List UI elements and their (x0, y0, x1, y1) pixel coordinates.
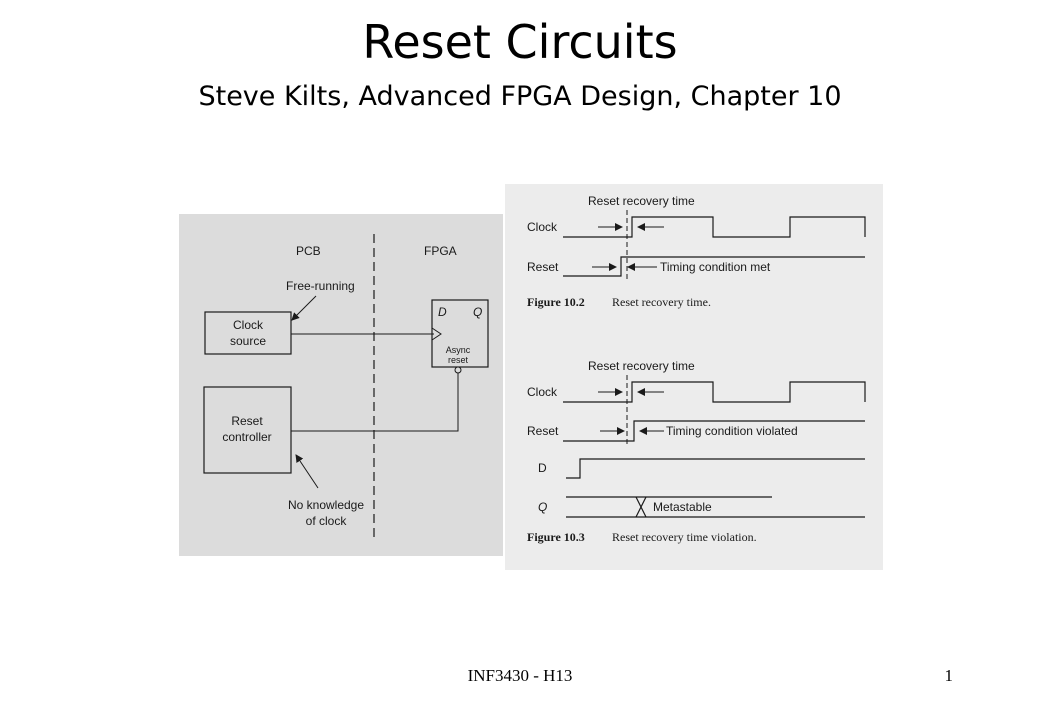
fig3-timing-label: Timing condition violated (666, 424, 798, 438)
reset-controller-label-2: controller (222, 430, 271, 444)
fig2-timing-label: Timing condition met (660, 260, 771, 274)
page-number: 1 (944, 666, 954, 685)
pcb-fpga-diagram: PCB FPGA Free-running Clock source D Q A… (203, 234, 489, 540)
fig3-q-label: Q (538, 500, 547, 514)
no-knowledge-label-2: of clock (306, 514, 348, 528)
fig2-reset-label: Reset (527, 260, 559, 274)
fig2-caption-number: Figure 10.2 (527, 295, 585, 309)
left-diagram-background (179, 214, 503, 556)
slide-subtitle: Steve Kilts, Advanced FPGA Design, Chapt… (198, 81, 842, 112)
free-running-arrow (291, 295, 317, 321)
fig2-clock-label: Clock (527, 220, 558, 234)
fig2-caption-text: Reset recovery time. (612, 295, 711, 309)
ff-async-label-1: Async (446, 345, 471, 355)
free-running-label: Free-running (286, 279, 355, 293)
reset-wire (291, 373, 459, 432)
clock-source-box (204, 311, 292, 355)
fig3-d-waveform (566, 458, 865, 479)
pcb-label: PCB (296, 244, 321, 258)
right-diagram-background (505, 184, 883, 570)
no-knowledge-label-1: No knowledge (288, 498, 364, 512)
fig2-recovery-label: Reset recovery time (588, 194, 695, 208)
slide-title: Reset Circuits (362, 15, 678, 69)
fig3-recovery-label: Reset recovery time (588, 359, 695, 373)
flip-flop-box (431, 299, 489, 368)
footer-course: INF3430 - H13 (467, 666, 573, 685)
reset-controller-label-1: Reset (231, 414, 263, 428)
clock-source-label-1: Clock (233, 318, 264, 332)
clock-input-triangle (431, 327, 442, 341)
fig3-reset-waveform (563, 420, 865, 442)
fig3-metastable-label: Metastable (653, 500, 712, 514)
fig3-caption-text: Reset recovery time violation. (612, 530, 757, 544)
no-knowledge-arrow (295, 454, 319, 489)
fig2-reset-waveform (563, 256, 865, 277)
fpga-label: FPGA (424, 244, 457, 258)
fig3-metastable-cross (635, 496, 647, 518)
fig2-clock-waveform (563, 216, 866, 238)
figure-10-3: Reset recovery time Clock Reset Timing c… (527, 359, 866, 544)
fig3-d-label: D (538, 461, 547, 475)
clock-source-label-2: source (230, 334, 266, 348)
ff-async-label-2: reset (448, 355, 469, 365)
figure-10-2: Reset recovery time Clock Reset Timing c… (527, 194, 866, 309)
fig3-clock-label: Clock (527, 385, 558, 399)
reset-controller-box (203, 386, 292, 474)
fig3-caption-number: Figure 10.3 (527, 530, 585, 544)
fig3-reset-label: Reset (527, 424, 559, 438)
async-reset-bubble (454, 366, 462, 374)
ff-q-label: Q (473, 305, 482, 319)
fig3-clock-waveform (563, 381, 866, 403)
ff-d-label: D (438, 305, 447, 319)
